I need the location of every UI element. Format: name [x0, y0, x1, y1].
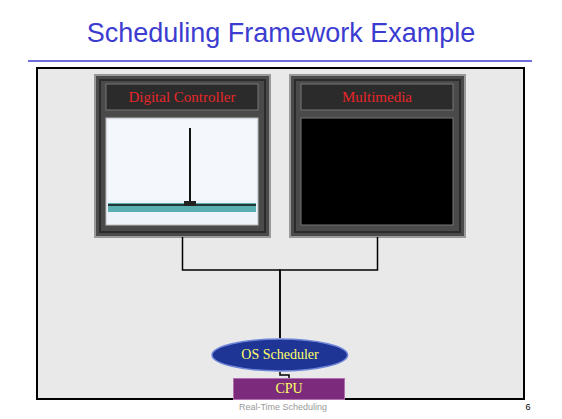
connector-line [280, 237, 378, 338]
window-title: Digital Controller [106, 84, 258, 110]
controller-monitor [95, 75, 270, 237]
cart [184, 201, 196, 206]
processor-label: CPU [275, 381, 302, 397]
multimedia-monitor [290, 75, 465, 237]
window-title: Multimedia [301, 84, 453, 110]
scheduler-label: OS Scheduler [241, 347, 318, 363]
processor-box: CPU [233, 378, 345, 400]
scheduler-ellipse: OS Scheduler [211, 338, 349, 372]
page-number: 6 [525, 402, 530, 412]
application-window: Digital Controller [95, 75, 270, 237]
slide-title: Scheduling Framework Example [0, 18, 562, 49]
title-rule [28, 60, 532, 62]
connector-line [183, 237, 280, 338]
cart-track [108, 203, 256, 212]
pendulum-rod [189, 128, 191, 204]
application-window: Multimedia [290, 75, 465, 237]
footer-text: Real-Time Scheduling [239, 402, 327, 412]
framework-panel [37, 68, 524, 399]
